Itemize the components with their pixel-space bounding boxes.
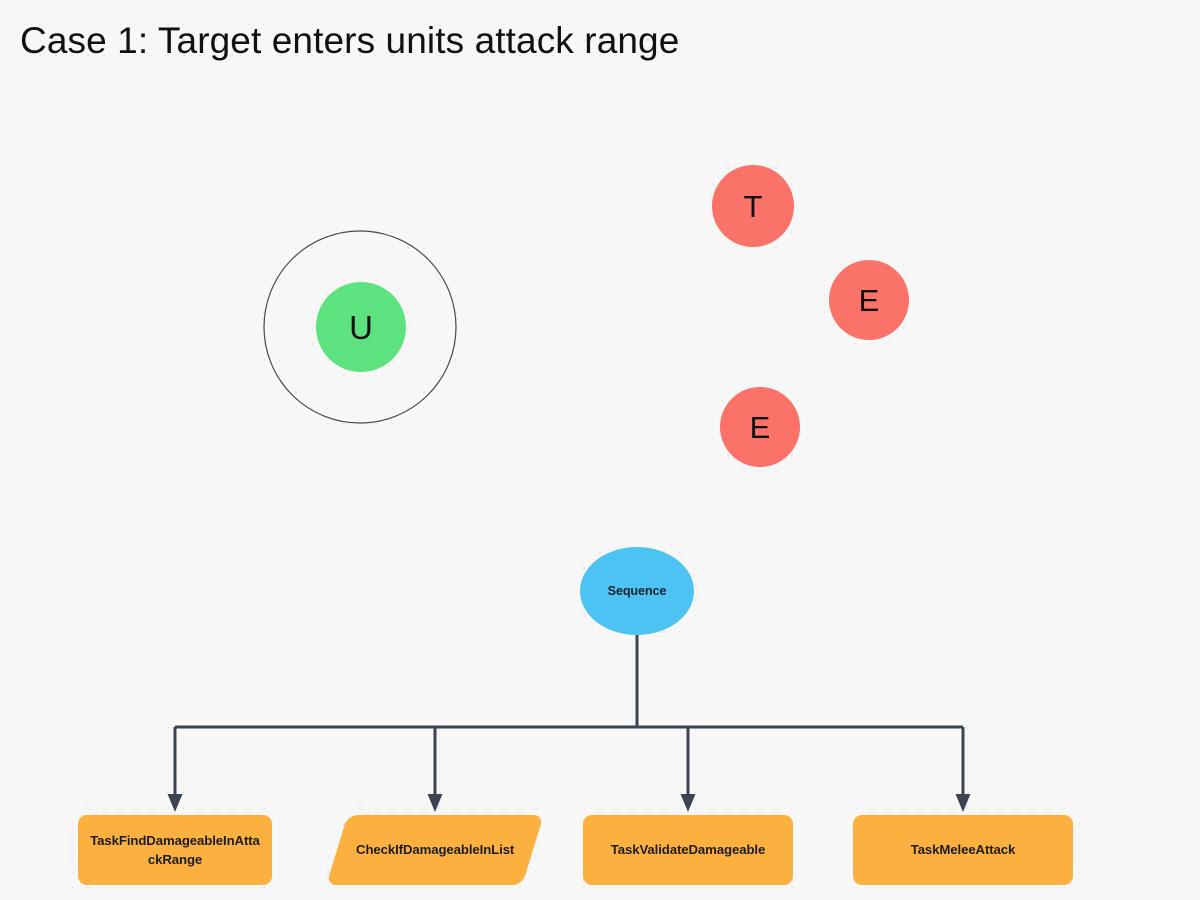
page-title: Case 1: Target enters units attack range	[20, 20, 680, 61]
node-label: CheckIfDamageableInList	[355, 842, 515, 858]
task-find-damageable-in-attack-range[interactable]: TaskFindDamageableInAttackRange	[78, 815, 272, 885]
tree-arrowheads	[167, 794, 971, 812]
arrowhead-icon	[680, 794, 696, 812]
target-circle-t[interactable]	[712, 165, 794, 247]
arrowhead-icon	[167, 794, 183, 812]
check-if-damageable-in-list[interactable]: CheckIfDamageableInList	[326, 815, 544, 885]
task-melee-attack[interactable]: TaskMeleeAttack	[853, 815, 1073, 885]
node-label: TaskMeleeAttack	[910, 842, 1016, 858]
task-validate-damageable[interactable]: TaskValidateDamageable	[583, 815, 793, 885]
unit-circle-u[interactable]	[316, 282, 406, 372]
node-label: TaskValidateDamageable	[610, 842, 766, 858]
enemy-circle-e-1[interactable]	[829, 260, 909, 340]
arrowhead-icon	[955, 794, 971, 812]
enemy-circle-e-2[interactable]	[720, 387, 800, 467]
attack-range-ring	[263, 230, 457, 424]
sequence-node[interactable]	[580, 547, 694, 635]
node-label: TaskFindDamageableInAttackRange	[90, 832, 260, 867]
tree-connectors	[173, 635, 965, 796]
arrowhead-icon	[427, 794, 443, 812]
